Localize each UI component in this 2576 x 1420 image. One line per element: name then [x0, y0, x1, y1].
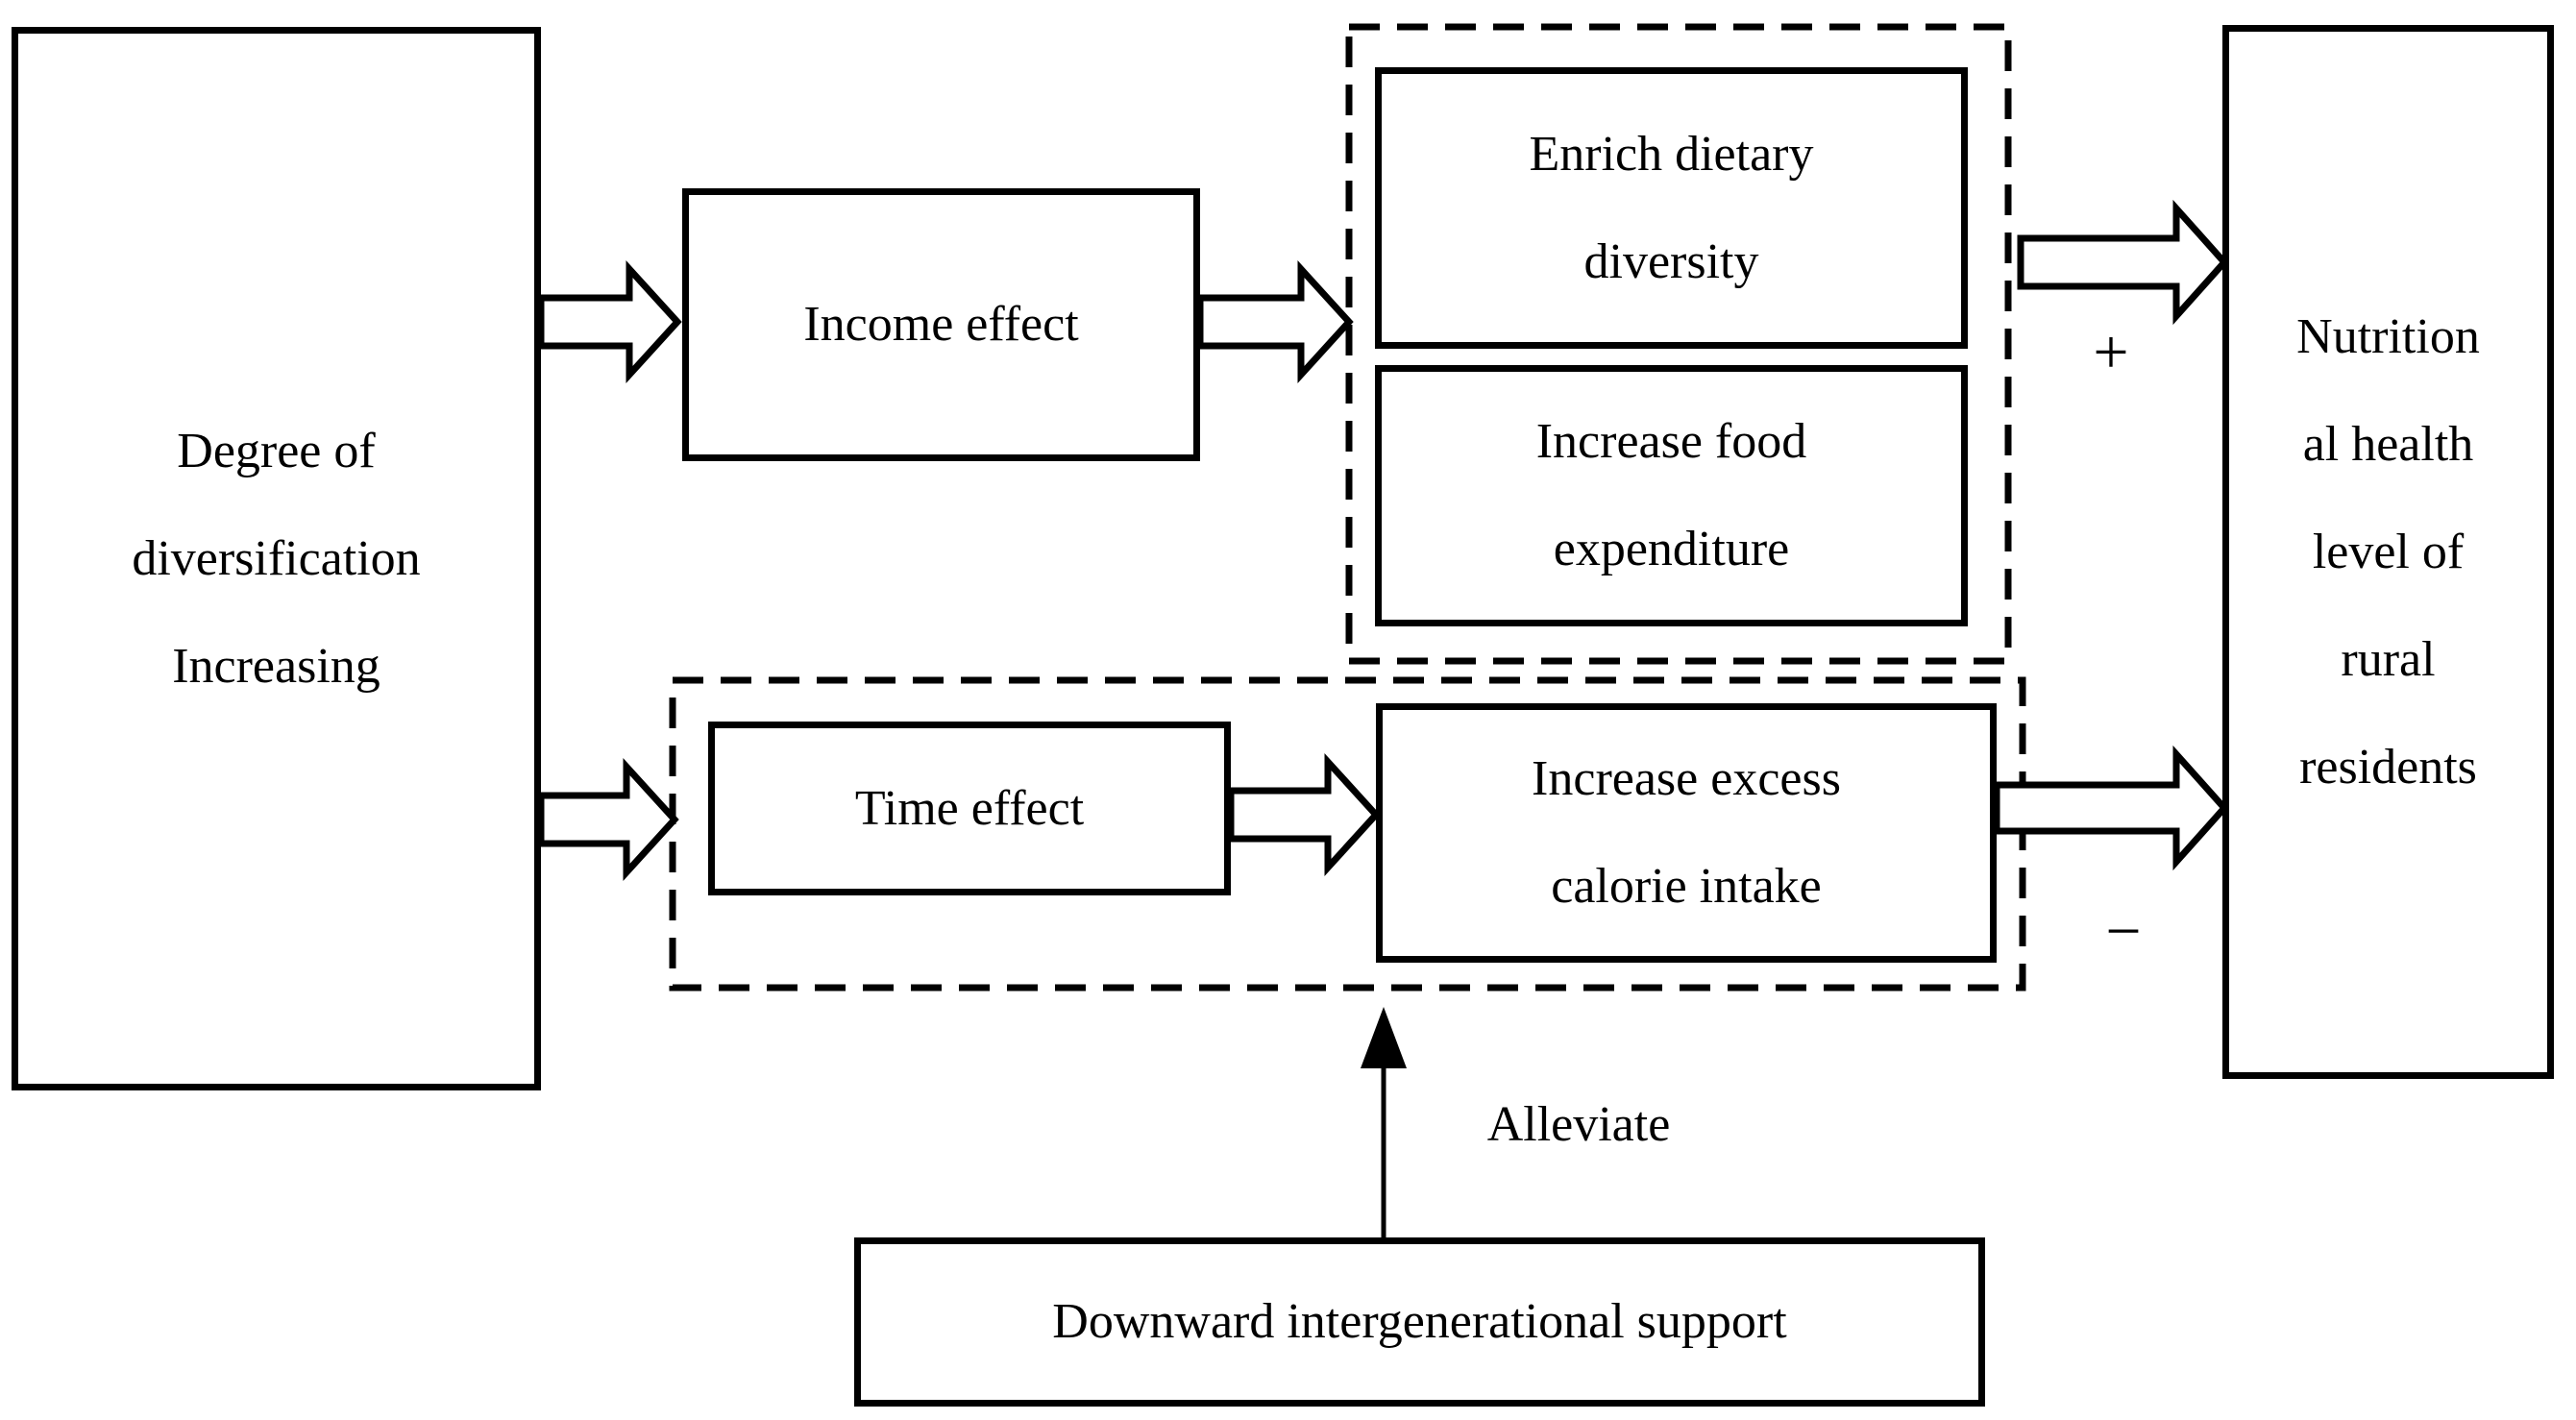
enrich-line: Enrich dietary	[1529, 126, 1814, 182]
nutrition-line: rural	[2341, 631, 2436, 687]
arrow-calorie-to-nutrition	[1993, 745, 2229, 871]
downward-support-label: Downward intergenerational support	[1052, 1294, 1787, 1349]
arrow-degree-to-time	[537, 757, 679, 882]
nutritional-health-box: Nutrition al health level of rural resid…	[2222, 25, 2554, 1079]
enrich-dietary-diversity-box: Enrich dietary diversity	[1375, 67, 1968, 349]
downward-support-box: Downward intergenerational support	[854, 1237, 1985, 1407]
food-line: Increase food	[1535, 414, 1807, 469]
alleviate-arrowhead-icon	[1361, 1007, 1407, 1068]
excess-calorie-intake-box: Increase excess calorie intake	[1376, 703, 1997, 963]
enrich-line: diversity	[1583, 233, 1759, 289]
income-pathway-dashed-group	[1345, 23, 2012, 665]
arrow-income-to-mediators	[1196, 259, 1354, 384]
nutrition-line: residents	[2299, 739, 2477, 795]
minus-sign: −	[2105, 896, 2142, 967]
calorie-line: Increase excess	[1532, 751, 1841, 806]
income-effect-label: Income effect	[803, 297, 1079, 352]
food-line: expenditure	[1553, 522, 1790, 576]
degree-of-diversification-box: Degree of diversification Increasing	[12, 27, 541, 1090]
time-effect-box: Time effect	[708, 722, 1231, 895]
nutrition-line: level of	[2312, 524, 2465, 579]
degree-line: Degree of	[177, 423, 376, 478]
calorie-line: calorie intake	[1551, 859, 1822, 914]
income-effect-box: Income effect	[682, 188, 1200, 461]
degree-line: diversification	[132, 530, 421, 586]
plus-sign: +	[2093, 317, 2129, 387]
alleviate-label: Alleviate	[1486, 1097, 1671, 1152]
arrow-mediators-to-nutrition	[2017, 199, 2229, 326]
degree-line: Increasing	[172, 638, 380, 694]
increase-food-expenditure-box: Increase food expenditure	[1375, 365, 1968, 626]
arrow-degree-to-income	[537, 259, 682, 384]
nutrition-line: al health	[2302, 416, 2474, 472]
time-effect-label: Time effect	[854, 780, 1085, 836]
nutrition-line: Nutrition	[2296, 308, 2480, 364]
arrow-time-to-calorie	[1227, 752, 1381, 877]
